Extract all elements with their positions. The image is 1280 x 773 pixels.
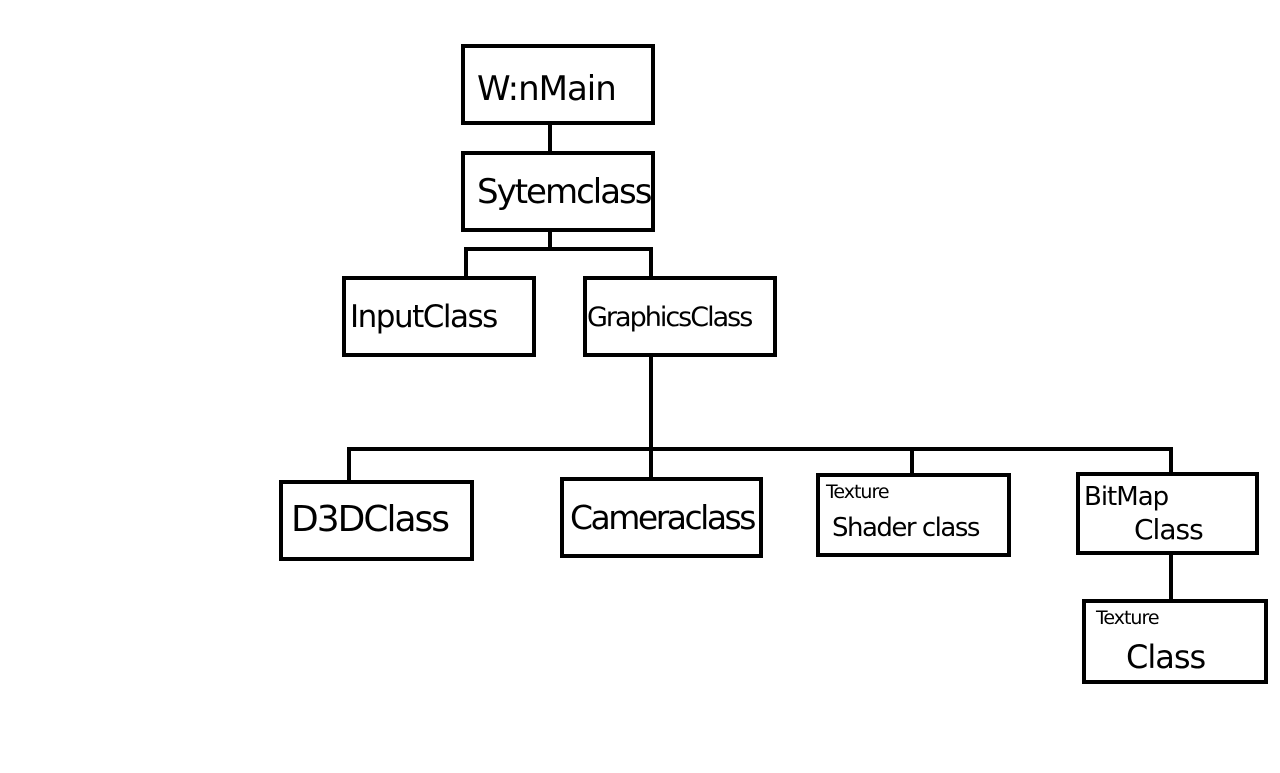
- node-d3dclass: D3DClass: [279, 480, 474, 561]
- connector-bus-graphicsclass: [649, 247, 653, 278]
- node-winmain: W:nMain: [461, 44, 655, 125]
- node-systemclass-label: Sytemclass: [477, 172, 652, 212]
- node-inputclass-label: InputClass: [350, 299, 498, 335]
- node-cameraclass: Cameraclass: [560, 477, 763, 558]
- node-textureclass-label-line2: Class: [1126, 638, 1206, 676]
- node-d3dclass-label: D3DClass: [291, 499, 450, 540]
- node-cameraclass-label: Cameraclass: [570, 498, 756, 537]
- connector-bus-textureshaderclass: [910, 447, 914, 476]
- node-systemclass: Sytemclass: [461, 151, 655, 232]
- connector-systemclass-trunk: [548, 229, 552, 249]
- connector-graphicsclass-trunk: [649, 356, 653, 451]
- node-textureshaderclass-label-line1: Texture: [826, 481, 890, 503]
- connector-bus-bitmapclass: [1169, 447, 1173, 475]
- node-bitmapclass: BitMap Class: [1076, 472, 1259, 555]
- node-graphicsclass-label: GraphicsClass: [587, 302, 753, 333]
- connector-bitmapclass-textureclass: [1169, 552, 1173, 602]
- node-inputclass: InputClass: [342, 276, 536, 357]
- node-bitmapclass-label-line1: BitMap: [1084, 482, 1169, 512]
- connector-bus-d3dclass: [347, 447, 351, 482]
- node-bitmapclass-label-line2: Class: [1134, 513, 1204, 546]
- node-textureclass: Texture Class: [1082, 599, 1268, 684]
- connector-bus-inputclass: [464, 247, 468, 278]
- node-textureshaderclass: Texture Shader class: [816, 473, 1011, 557]
- node-textureshaderclass-label-line2: Shader class: [832, 513, 980, 543]
- connector-bus-cameraclass: [649, 447, 653, 480]
- connector-graphicsclass-bus: [347, 447, 1173, 451]
- node-textureclass-label-line1: Texture: [1096, 607, 1160, 629]
- connector-systemclass-bus: [464, 247, 653, 251]
- node-winmain-label: W:nMain: [477, 69, 617, 109]
- connector-winmain-systemclass: [548, 123, 552, 153]
- node-graphicsclass: GraphicsClass: [583, 276, 777, 357]
